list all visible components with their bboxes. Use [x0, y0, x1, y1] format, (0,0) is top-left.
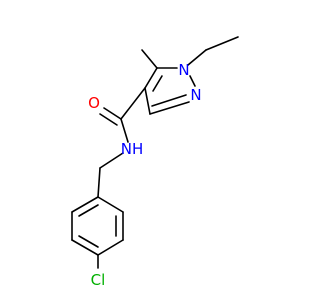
bond-methyl: [141, 49, 158, 69]
atom-chlorine: Cl: [91, 271, 106, 289]
bond-carbonyl-o-double: [99, 113, 118, 126]
bond-ethyl-ch2: [187, 49, 207, 66]
molecule-canvas: O NH N N Cl: [71, 36, 239, 289]
bond-c4-c5: [144, 67, 158, 89]
bond-ring-6: [71, 196, 99, 213]
bond-carbonyl-n: [120, 118, 129, 143]
bond-c3-c4: [144, 87, 151, 115]
bond-c4-c5-double: [152, 75, 163, 92]
bond-ethyl-ch3: [205, 36, 239, 51]
bond-ring-6-double: [78, 204, 99, 217]
bond-n2-c3: [149, 101, 190, 115]
bond-c4-carbonyl: [120, 87, 146, 120]
atom-oxygen: O: [88, 94, 100, 112]
atom-pyrazole-n2: N: [190, 86, 201, 104]
bond-n1-n2: [189, 75, 196, 87]
atom-amide-nh: NH: [121, 140, 144, 158]
bond-ring-1: [97, 196, 124, 213]
molecule-structure: O NH N N Cl: [71, 36, 239, 289]
bond-n2-c3-double: [151, 94, 187, 107]
bond-ring-3: [97, 239, 124, 256]
bond-ring-4-double: [78, 235, 99, 248]
bond-ch2-ring: [97, 167, 101, 198]
bond-carbonyl-o: [103, 107, 122, 120]
atom-pyrazole-n1: N: [178, 61, 189, 79]
bond-n-ch2: [99, 152, 124, 169]
bond-ring-4: [71, 239, 99, 256]
